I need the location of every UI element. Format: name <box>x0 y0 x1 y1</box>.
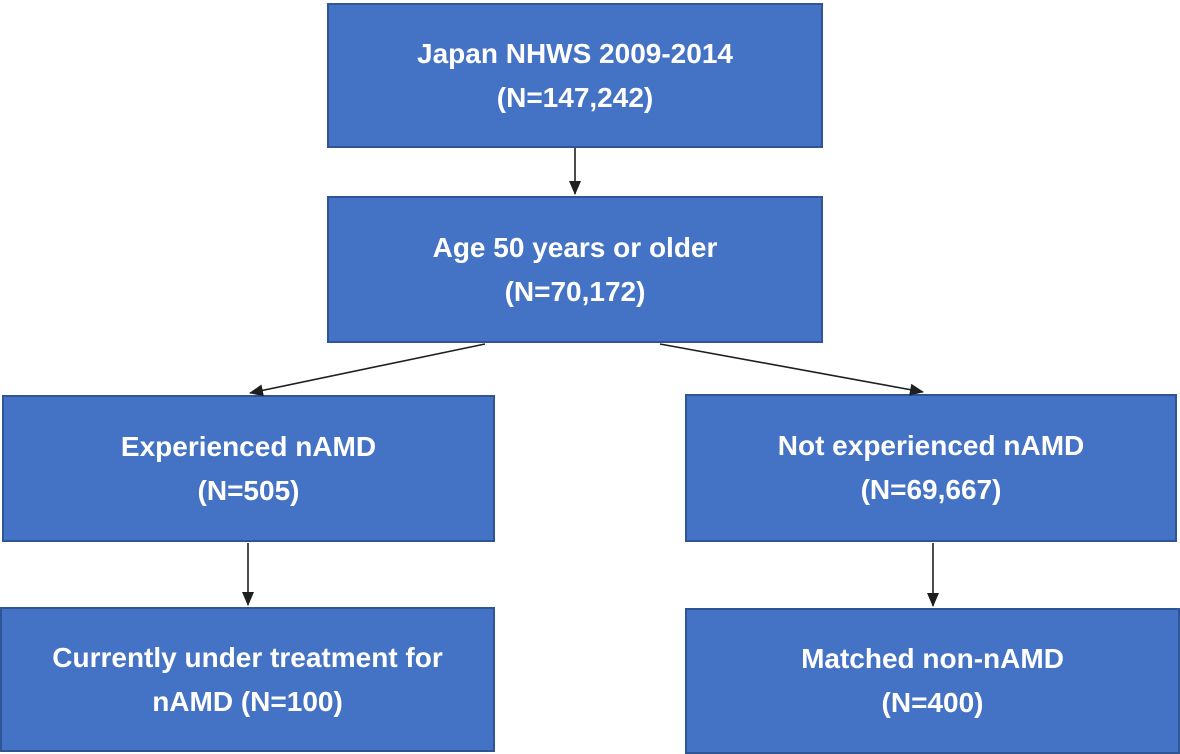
node-label: Age 50 years or older <box>432 231 718 263</box>
connector-age-filter-to-experienced <box>249 343 486 397</box>
node-count: (N=400) <box>881 687 984 718</box>
node-under-treatment-namd: Currently under treatment for nAMD (N=10… <box>0 607 495 752</box>
node-label: Matched non-nAMD <box>801 643 1064 674</box>
node-count: nAMD (N=100) <box>152 685 343 717</box>
node-label: Experienced nAMD <box>120 430 377 462</box>
node-count: (N=147,242) <box>496 81 654 113</box>
connector-age-filter-to-not-experienced <box>659 343 924 396</box>
node-japan-nhws: Japan NHWS 2009-2014 (N=147,242) <box>327 3 823 148</box>
node-label: Not experienced nAMD <box>777 430 1085 461</box>
node-count: (N=69,667) <box>860 474 1002 505</box>
node-not-experienced-namd: Not experienced nAMD (N=69,667) <box>685 394 1177 542</box>
node-count: (N=70,172) <box>504 275 646 307</box>
node-experienced-namd: Experienced nAMD (N=505) <box>2 395 495 542</box>
node-label: Currently under treatment for <box>52 641 443 673</box>
node-age-50-or-older: Age 50 years or older (N=70,172) <box>327 196 823 343</box>
node-matched-non-namd: Matched non-nAMD (N=400) <box>685 608 1180 754</box>
node-count: (N=505) <box>197 474 300 506</box>
node-label: Japan NHWS 2009-2014 <box>417 37 733 69</box>
